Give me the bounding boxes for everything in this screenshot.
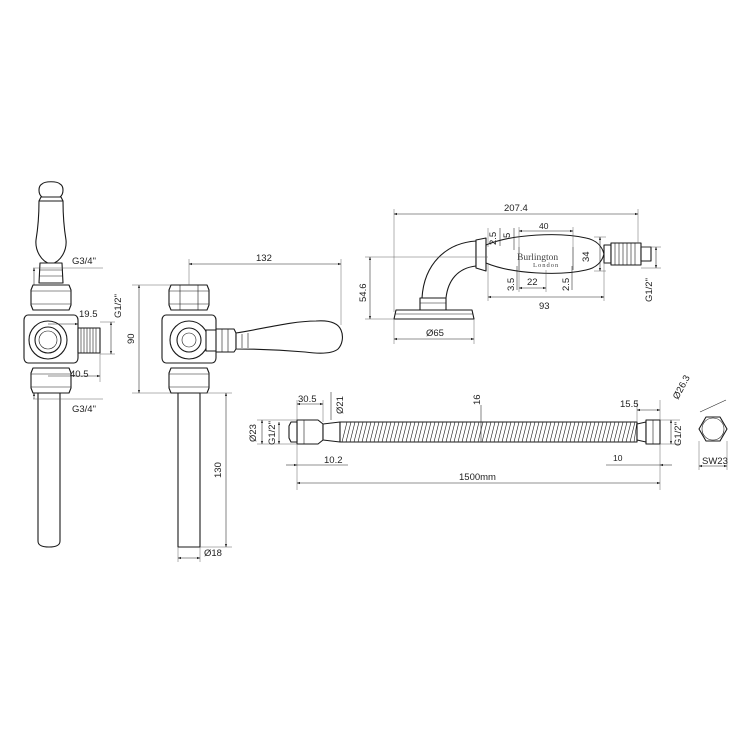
supply-pipe-front <box>37 392 61 548</box>
hose-view: 30.5 Ø21 16 15.5 Ø26.3 Ø23 G1/2" G1/2" 1 <box>248 373 728 490</box>
logo-width-label: 40 <box>539 221 549 231</box>
hose-left-nut <box>288 419 341 445</box>
left-end-diameter-label: Ø23 <box>248 424 259 442</box>
side-bottom-nut <box>168 367 210 394</box>
side-view: 132 90 130 Ø18 <box>126 253 343 562</box>
right-shank-label: 10 <box>613 453 623 463</box>
side-height-label: 90 <box>126 333 137 344</box>
handle-length-label: 93 <box>539 301 550 312</box>
pipe-length-label: 130 <box>213 462 224 478</box>
pipe-diameter-label: Ø18 <box>204 548 222 559</box>
logo-offset-label: 22 <box>527 277 538 288</box>
handset-height-label: 54.6 <box>358 284 369 303</box>
nut-size-label: SW23 <box>702 456 728 467</box>
handset-arm <box>421 240 477 299</box>
right-nut-diameter-label: Ø26.3 <box>671 373 693 401</box>
outlet-reach-label: 40.5 <box>70 369 89 380</box>
handset-length-label: 207.4 <box>504 203 528 214</box>
outlet-offset-label: 19.5 <box>79 309 98 320</box>
outlet-thread-label: G1/2" <box>113 294 124 318</box>
bottom-nut <box>30 367 72 394</box>
bottom-step-label: 2.5 <box>561 278 572 291</box>
top-nut <box>30 284 72 311</box>
hose-right-nut <box>636 419 661 445</box>
top-step-label: 5 <box>502 233 513 238</box>
hex-nut-end-view <box>698 416 728 442</box>
lever-handle-side <box>205 320 343 354</box>
right-thread-label: G1/2" <box>673 422 684 446</box>
left-thread-label: G1/2" <box>267 421 278 445</box>
base-diameter-label: Ø65 <box>426 328 444 339</box>
lower-step-label: 3.5 <box>506 278 517 291</box>
handle-diameter-label: 34 <box>581 251 592 262</box>
handle-top-step-label: 2.5 <box>488 232 499 245</box>
handset-wall-base <box>393 297 475 320</box>
hose-diameter-label: 16 <box>472 394 483 405</box>
handset-view: Burlington London 207.4 40 2.5 5 34 <box>358 203 661 344</box>
outlet-connector <box>77 327 101 354</box>
valve-body-side <box>161 314 217 364</box>
brand-name: Burlington <box>517 253 558 263</box>
left-nut-diameter-label: Ø21 <box>335 396 346 414</box>
right-nut-length-label: 15.5 <box>620 399 639 410</box>
inlet-thread-bottom-label: G3/4" <box>72 404 96 415</box>
left-shank-label: 10.2 <box>324 455 343 466</box>
left-nut-length-label: 30.5 <box>298 394 317 405</box>
handset-end-connector <box>603 242 652 266</box>
front-view: G3/4" G1/2" 19.5 40.5 G3/4" <box>23 181 124 548</box>
handset-collar <box>475 237 487 272</box>
side-width-label: 132 <box>256 253 272 264</box>
side-top-nut <box>168 284 210 311</box>
supply-pipe-side <box>177 392 201 548</box>
handset-thread-label: G1/2" <box>644 278 655 302</box>
inlet-thread-top-label: G3/4" <box>72 256 96 267</box>
valve-body-front <box>23 314 79 364</box>
hose-total-length-label: 1500mm <box>459 472 496 483</box>
brand-sub: London <box>533 262 559 269</box>
hose-body <box>339 421 638 443</box>
